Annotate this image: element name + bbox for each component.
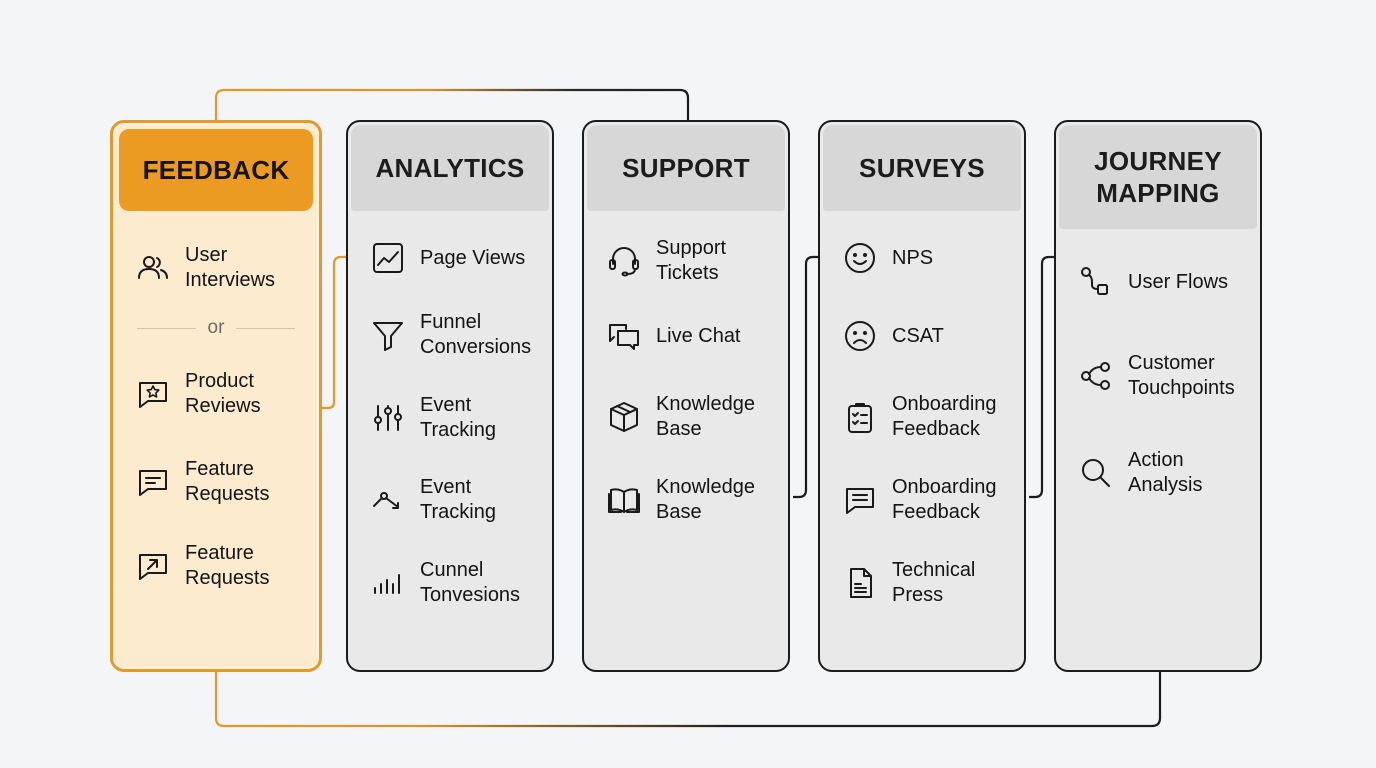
- connector-support-surveys: [793, 255, 819, 499]
- message-arrow-icon: [135, 548, 171, 584]
- funnel-icon: [370, 317, 406, 353]
- book-icon: [606, 482, 642, 518]
- users-icon: [135, 250, 171, 286]
- item-label: Action Analysis: [1128, 449, 1203, 496]
- column-title: FEEDBACK: [119, 129, 313, 211]
- list-item-funnel-conversions[interactable]: Funnel Conversions: [370, 310, 531, 360]
- or-divider: or: [137, 317, 295, 339]
- item-label: Support Tickets: [656, 237, 727, 284]
- list-item-event-tracking-2[interactable]: Event Tracking: [370, 475, 496, 525]
- connector-feedback-journey: [214, 672, 1162, 728]
- item-label: Onboarding Feedback: [892, 393, 997, 440]
- item-label: Feature Requests: [185, 542, 270, 589]
- list-item-customer-touchpoints[interactable]: Customer Touchpoints: [1078, 351, 1235, 401]
- share-nodes-icon: [1078, 358, 1114, 394]
- item-label: Technical Press: [892, 559, 976, 606]
- sliders-icon: [370, 400, 406, 436]
- list-item-user-interviews[interactable]: User Interviews: [135, 243, 275, 293]
- frown-icon: [842, 318, 878, 354]
- document-icon: [842, 565, 878, 601]
- list-item-page-views[interactable]: Page Views: [370, 240, 525, 276]
- connector-feedback-analytics: [322, 255, 347, 410]
- item-label: Event Tracking: [420, 394, 496, 441]
- clipboard-check-icon: [842, 399, 878, 435]
- bar-chart-icon: [370, 565, 406, 601]
- column-support: SUPPORT Support Tickets Live Chat Knowle…: [582, 120, 790, 672]
- divider-line: [236, 327, 295, 329]
- column-title: JOURNEY MAPPING: [1059, 125, 1257, 229]
- item-label: NPS: [892, 246, 934, 269]
- list-item-feature-requests-2[interactable]: Feature Requests: [135, 541, 270, 591]
- item-label: Page Views: [420, 246, 526, 269]
- list-item-user-flows[interactable]: User Flows: [1078, 264, 1228, 300]
- item-label: Customer Touchpoints: [1128, 352, 1235, 399]
- connector-surveys-journey: [1029, 255, 1055, 499]
- item-label: CSAT: [892, 324, 944, 347]
- list-item-knowledge-base[interactable]: Knowledge Base: [606, 392, 755, 442]
- list-item-support-tickets[interactable]: Support Tickets: [606, 236, 726, 286]
- trend-path-icon: [370, 482, 406, 518]
- list-item-knowledge-base-2[interactable]: Knowledge Base: [606, 475, 755, 525]
- column-analytics: ANALYTICS Page Views Funnel Conversions …: [346, 120, 554, 672]
- item-label: Feature Requests: [185, 458, 270, 505]
- item-label: Event Tracking: [420, 476, 496, 523]
- list-item-cunnel-tonvesions[interactable]: Cunnel Tonvesions: [370, 558, 520, 608]
- item-label: User Interviews: [185, 244, 276, 291]
- item-label: Knowledge Base: [656, 393, 755, 440]
- item-label: User Flows: [1128, 270, 1229, 293]
- list-item-event-tracking[interactable]: Event Tracking: [370, 393, 496, 443]
- list-item-onboarding-feedback[interactable]: Onboarding Feedback: [842, 392, 997, 442]
- message-lines-icon: [135, 464, 171, 500]
- column-feedback: FEEDBACK User Interviews or Product Revi…: [110, 120, 322, 672]
- list-item-nps[interactable]: NPS: [842, 240, 933, 276]
- smile-icon: [842, 240, 878, 276]
- divider-text: or: [207, 317, 225, 338]
- box-icon: [606, 399, 642, 435]
- column-surveys: SURVEYS NPS CSAT Onboarding Feedback Onb…: [818, 120, 1026, 672]
- list-item-live-chat[interactable]: Live Chat: [606, 318, 741, 354]
- flow-icon: [1078, 264, 1114, 300]
- star-message-icon: [135, 376, 171, 412]
- list-item-onboarding-feedback-2[interactable]: Onboarding Feedback: [842, 475, 997, 525]
- search-icon: [1078, 455, 1114, 491]
- column-title: SUPPORT: [587, 125, 785, 211]
- item-label: Knowledge Base: [656, 476, 755, 523]
- column-title: SURVEYS: [823, 125, 1021, 211]
- item-label: Onboarding Feedback: [892, 476, 997, 523]
- divider-line: [137, 327, 196, 329]
- column-journey-mapping: JOURNEY MAPPING User Flows Customer Touc…: [1054, 120, 1262, 672]
- chat-bubbles-icon: [606, 318, 642, 354]
- headset-icon: [606, 243, 642, 279]
- item-label: Funnel Conversions: [420, 311, 532, 358]
- connector-feedback-support: [214, 88, 690, 120]
- item-label: Cunnel Tonvesions: [420, 559, 521, 606]
- item-label: Live Chat: [656, 324, 741, 347]
- message-lines-icon: [842, 482, 878, 518]
- list-item-feature-requests[interactable]: Feature Requests: [135, 457, 270, 507]
- line-chart-icon: [370, 240, 406, 276]
- list-item-technical-press[interactable]: Technical Press: [842, 558, 975, 608]
- item-label: Product Reviews: [185, 370, 261, 417]
- list-item-csat[interactable]: CSAT: [842, 318, 944, 354]
- column-title: ANALYTICS: [351, 125, 549, 211]
- list-item-action-analysis[interactable]: Action Analysis: [1078, 448, 1202, 498]
- list-item-product-reviews[interactable]: Product Reviews: [135, 369, 261, 419]
